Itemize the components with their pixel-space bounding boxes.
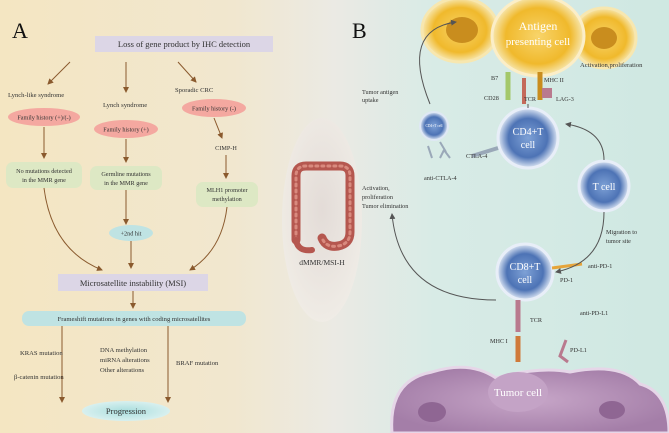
cd4-t-cell bbox=[496, 106, 560, 170]
tumor-antigen-text-2: uptake bbox=[362, 97, 379, 104]
pd1-text: PD-1 bbox=[560, 277, 573, 284]
arrow-fh-to-cimp bbox=[213, 117, 223, 139]
apc-text-2: presenting cell bbox=[506, 36, 570, 48]
frameshift-text: Frameshift mutations in genes with codin… bbox=[58, 316, 211, 323]
panel-b-letter: B bbox=[352, 18, 367, 43]
cd4-text-2: cell bbox=[521, 140, 536, 151]
fh-lynch-like-text: Family history (+)/(-) bbox=[17, 115, 70, 122]
second-hit-pill bbox=[109, 225, 153, 241]
t-cell-text: T cell bbox=[593, 182, 616, 193]
arrow-nomut-to-msi bbox=[43, 187, 103, 271]
b7-text: B7 bbox=[491, 75, 498, 82]
act-text-3: Tumor elimination bbox=[362, 203, 408, 210]
migration-text-2: tumor site bbox=[606, 238, 631, 245]
t-cell bbox=[577, 159, 631, 213]
ctla4-receptor bbox=[471, 146, 499, 158]
msi-text: Microsatellite instability (MSI) bbox=[80, 278, 186, 288]
pdl1-text: PD-L1 bbox=[570, 347, 587, 354]
panel-a-letter: A bbox=[12, 18, 28, 43]
dmmr-label: dMMR/MSI-H bbox=[299, 258, 345, 267]
mhc2-text: MHC II bbox=[544, 77, 564, 84]
no-mutations-box bbox=[6, 162, 82, 188]
fh-sporadic-text: Family history (-) bbox=[192, 106, 236, 113]
germ-text-2: in the MMR gene bbox=[104, 180, 148, 187]
cd28-text: CD28 bbox=[484, 95, 499, 102]
second-hit-text: +2nd hit bbox=[121, 231, 142, 238]
arrow-tcell-to-cd4 bbox=[565, 121, 605, 161]
germline-box bbox=[90, 166, 162, 190]
no-mut-text-1: No mutations detected bbox=[16, 168, 73, 175]
cd8-t-cell bbox=[495, 242, 555, 302]
pdl1-receptor bbox=[558, 339, 569, 364]
anti-pd1-text: anti-PD-1 bbox=[588, 263, 612, 270]
arrow-mlh1-to-msi bbox=[189, 206, 228, 271]
tumor-cell-cluster bbox=[390, 365, 669, 433]
colon-illustration bbox=[291, 161, 355, 254]
dna-meth-text: DNA methylation bbox=[100, 347, 148, 354]
beta-catenin-text: β-catenin mutation bbox=[14, 374, 64, 381]
apc-cluster bbox=[420, 0, 638, 78]
anti-pdl1-text: anti-PD-L1 bbox=[580, 310, 608, 317]
ctla4-small-receptor bbox=[439, 141, 451, 159]
mhc1-text: MHC I bbox=[490, 338, 508, 345]
kras-text: KRAS mutation bbox=[20, 350, 63, 357]
activation-prolif-text: Activation,proliferation bbox=[580, 62, 643, 69]
apc-text-1: Antigen bbox=[519, 19, 558, 33]
cimp-text: CIMP-H bbox=[215, 145, 237, 152]
act-text-1: Activation, bbox=[362, 185, 390, 192]
tcr-bottom-text: TCR bbox=[530, 317, 543, 324]
act-text-2: proliferation bbox=[362, 194, 393, 201]
tcr-top-text: TCR bbox=[524, 96, 537, 103]
mlh1-text-1: MLH1 promoter bbox=[206, 187, 247, 194]
small-t-cell bbox=[419, 111, 449, 141]
fh-lynch-pill bbox=[94, 120, 158, 138]
tumor-antigen-text-1: Tumor antigen bbox=[362, 89, 398, 96]
fh-lynch-text: Family history (+) bbox=[103, 127, 148, 134]
mirna-text: miRNA alterations bbox=[100, 357, 150, 364]
ihc-box bbox=[95, 36, 273, 52]
small-cell-receptor bbox=[427, 145, 433, 159]
anti-ctla4-text: anti-CTLA-4 bbox=[424, 175, 457, 182]
frameshift-box bbox=[22, 311, 246, 326]
cd4-text-1: CD4+T bbox=[513, 127, 544, 138]
arrow-activation-elimination bbox=[389, 213, 497, 301]
progression-text: Progression bbox=[106, 406, 147, 416]
mlh1-box bbox=[196, 182, 258, 207]
lynch-label: Lynch syndrome bbox=[103, 102, 147, 109]
small-cell-text: CD4+T cell bbox=[425, 124, 442, 128]
lag3-text: LAG-3 bbox=[556, 96, 574, 103]
tumor-cell-text: Tumor cell bbox=[494, 387, 542, 399]
ihc-text: Loss of gene product by IHC detection bbox=[118, 39, 251, 49]
msi-box bbox=[58, 274, 208, 291]
ctla4-text: CTLA-4 bbox=[466, 153, 487, 160]
progression-pill bbox=[82, 401, 170, 421]
germ-text-1: Germline mutations bbox=[101, 171, 151, 178]
fh-sporadic-pill bbox=[182, 99, 246, 117]
lag3-receptor bbox=[542, 88, 552, 98]
cd8-text-1: CD8+T bbox=[510, 262, 541, 273]
lynch-like-label: Lynch-like syndrome bbox=[8, 92, 64, 99]
arrow-to-sporadic bbox=[177, 61, 197, 83]
arrow-tcell-to-cd8 bbox=[555, 211, 605, 274]
migration-text-1: Migration to bbox=[606, 229, 637, 236]
other-alt-text: Other alterations bbox=[100, 367, 145, 374]
sporadic-label: Sporadic CRC bbox=[175, 87, 214, 94]
no-mut-text-2: in the MMR gene bbox=[22, 177, 66, 184]
cd8-text-2: cell bbox=[518, 275, 533, 286]
arrow-antigen-uptake bbox=[419, 19, 457, 105]
braf-text: BRAF mutation bbox=[176, 360, 219, 367]
arrow-to-lynch-like bbox=[47, 61, 71, 85]
fh-lynch-like-pill bbox=[8, 108, 80, 126]
mlh1-text-2: methylation bbox=[212, 196, 242, 203]
